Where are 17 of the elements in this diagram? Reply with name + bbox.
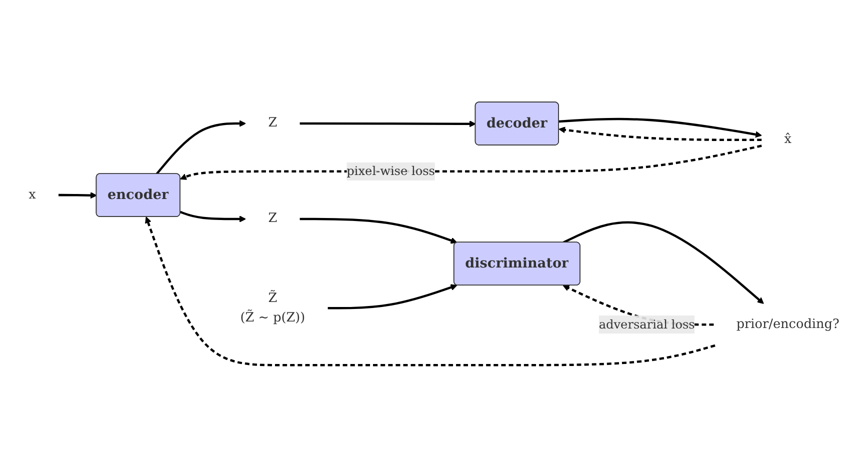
node-text: x̂	[784, 132, 792, 147]
arrow	[558, 118, 762, 138]
node-text: x	[28, 186, 36, 202]
node-text: prior/encoding?	[736, 316, 840, 332]
arrow	[300, 218, 458, 244]
edge-label: pixel-wise loss	[346, 164, 435, 178]
arrow	[156, 120, 246, 175]
arrow	[300, 120, 476, 128]
arrow	[558, 126, 762, 141]
arrow	[58, 192, 97, 199]
arrow	[180, 210, 246, 222]
arrow	[328, 284, 458, 310]
node-text: Z	[268, 115, 278, 130]
edge-label: adversarial loss	[598, 316, 695, 332]
node-text: Z̃ (Z̃ ∼ p(Z))	[240, 290, 306, 325]
node-text: Z	[268, 210, 278, 226]
arrow	[562, 221, 764, 304]
